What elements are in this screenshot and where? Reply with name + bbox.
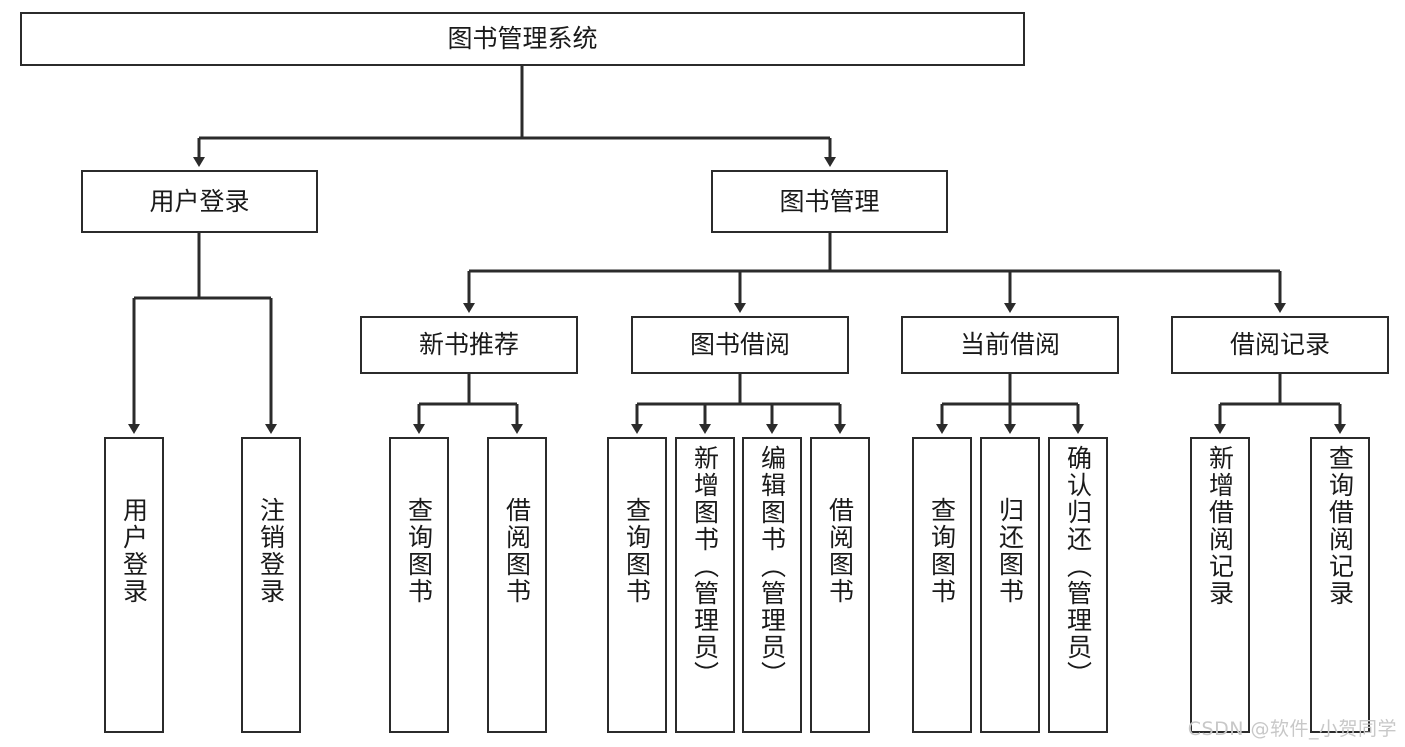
node-current-borrow[interactable]: 当前借阅: [901, 316, 1119, 374]
node-leaf-borrow-book-1[interactable]: 借阅图书: [487, 437, 547, 733]
node-book-manage-label: 图书管理: [779, 186, 880, 216]
node-leaf-query-book-1-label: 查询图书: [404, 497, 434, 605]
node-leaf-borrow-book-1-label: 借阅图书: [502, 497, 532, 605]
node-leaf-user-logout-label: 注销登录: [256, 497, 286, 605]
node-root-label: 图书管理系统: [447, 24, 598, 54]
node-leaf-query-record-label: 查询借阅记录: [1325, 445, 1355, 607]
node-root[interactable]: 图书管理系统: [20, 12, 1025, 66]
node-leaf-user-logout[interactable]: 注销登录: [241, 437, 301, 733]
node-leaf-confirm-return[interactable]: 确认归还（管理员）: [1048, 437, 1108, 733]
csdn-watermark: CSDN @软件_小贺同学: [1187, 718, 1397, 740]
node-leaf-query-record[interactable]: 查询借阅记录: [1310, 437, 1370, 733]
node-leaf-user-login[interactable]: 用户登录: [104, 437, 164, 733]
node-leaf-confirm-return-label: 确认归还（管理员）: [1063, 445, 1093, 688]
node-leaf-query-book-3[interactable]: 查询图书: [912, 437, 972, 733]
node-leaf-borrow-book-2-label: 借阅图书: [825, 497, 855, 605]
node-borrow-record[interactable]: 借阅记录: [1171, 316, 1389, 374]
node-leaf-return-book[interactable]: 归还图书: [980, 437, 1040, 733]
node-book-borrow-label: 图书借阅: [689, 330, 790, 360]
node-book-borrow[interactable]: 图书借阅: [631, 316, 849, 374]
node-leaf-edit-book[interactable]: 编辑图书（管理员）: [742, 437, 802, 733]
node-leaf-edit-book-label: 编辑图书（管理员）: [757, 445, 787, 688]
node-leaf-query-book-2-label: 查询图书: [622, 497, 652, 605]
node-user-login-label: 用户登录: [149, 186, 250, 216]
node-leaf-query-book-1[interactable]: 查询图书: [389, 437, 449, 733]
node-leaf-return-book-label: 归还图书: [995, 497, 1025, 605]
node-new-book-rec[interactable]: 新书推荐: [360, 316, 578, 374]
node-leaf-add-book[interactable]: 新增图书（管理员）: [675, 437, 735, 733]
node-borrow-record-label: 借阅记录: [1229, 330, 1330, 360]
node-leaf-borrow-book-2[interactable]: 借阅图书: [810, 437, 870, 733]
node-leaf-query-book-3-label: 查询图书: [927, 497, 957, 605]
node-user-login[interactable]: 用户登录: [81, 170, 318, 233]
node-leaf-query-book-2[interactable]: 查询图书: [607, 437, 667, 733]
node-leaf-add-record-label: 新增借阅记录: [1205, 445, 1235, 607]
node-leaf-user-login-label: 用户登录: [119, 497, 149, 605]
node-book-manage[interactable]: 图书管理: [711, 170, 948, 233]
node-current-borrow-label: 当前借阅: [959, 330, 1060, 360]
node-leaf-add-record[interactable]: 新增借阅记录: [1190, 437, 1250, 733]
node-leaf-add-book-label: 新增图书（管理员）: [690, 445, 720, 688]
node-new-book-rec-label: 新书推荐: [418, 330, 519, 360]
